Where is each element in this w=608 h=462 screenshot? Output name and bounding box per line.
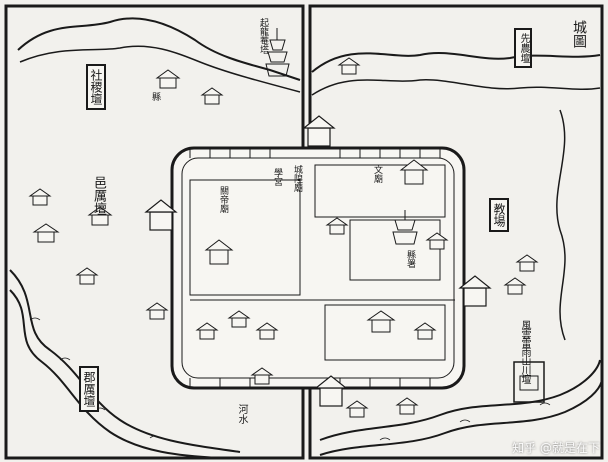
label-lishetan: 邑厲壇 (91, 176, 106, 215)
label-xianshu: 縣署 (405, 250, 415, 268)
label-pagoda: 起龍菴塔 (258, 18, 268, 54)
compound-south (324, 304, 446, 361)
label-junlitan: 郡厲壇 (79, 366, 99, 412)
label-shejitan: 社稷壇 (86, 64, 106, 110)
label-river: 河水 (236, 404, 247, 424)
mountain-east (556, 109, 566, 341)
river-south-bank-a (319, 359, 601, 441)
mountain-ridge-right (311, 52, 601, 73)
battlements (189, 148, 441, 388)
label-wenmiao: 文廟 (372, 165, 382, 183)
label-guandimiao: 關帝廟 (218, 186, 228, 213)
label-jiaochang: 教場 (489, 198, 509, 232)
label-chenghuangmiao: 城隍廟 (292, 165, 302, 192)
label-fengyun-altar: 風雲雷雨山川壇 (519, 320, 530, 383)
label-xiannongtan: 先農壇 (514, 28, 532, 68)
mountain-ridge-left-inner (19, 45, 301, 93)
map-title: 城圖 (571, 20, 587, 48)
compound-north (314, 164, 446, 218)
buildings (28, 57, 539, 418)
pagoda-inner (392, 210, 418, 245)
label-xuegong: 學宮 (272, 168, 282, 186)
gate-towers (144, 115, 492, 407)
pagoda (265, 28, 290, 77)
label-xian: 縣 (150, 92, 160, 101)
compound-left (189, 179, 301, 296)
mountain-ridge-left (17, 17, 301, 81)
watermark: 知乎 @就是在下 (512, 441, 600, 455)
altar-platform-east (519, 375, 539, 391)
river-south-bank-b (319, 379, 603, 456)
river-ripples (29, 317, 551, 441)
river-west-bank-b (9, 289, 221, 459)
mountain-ridge-right-inner (311, 79, 601, 96)
city-wall-inner (181, 157, 455, 379)
